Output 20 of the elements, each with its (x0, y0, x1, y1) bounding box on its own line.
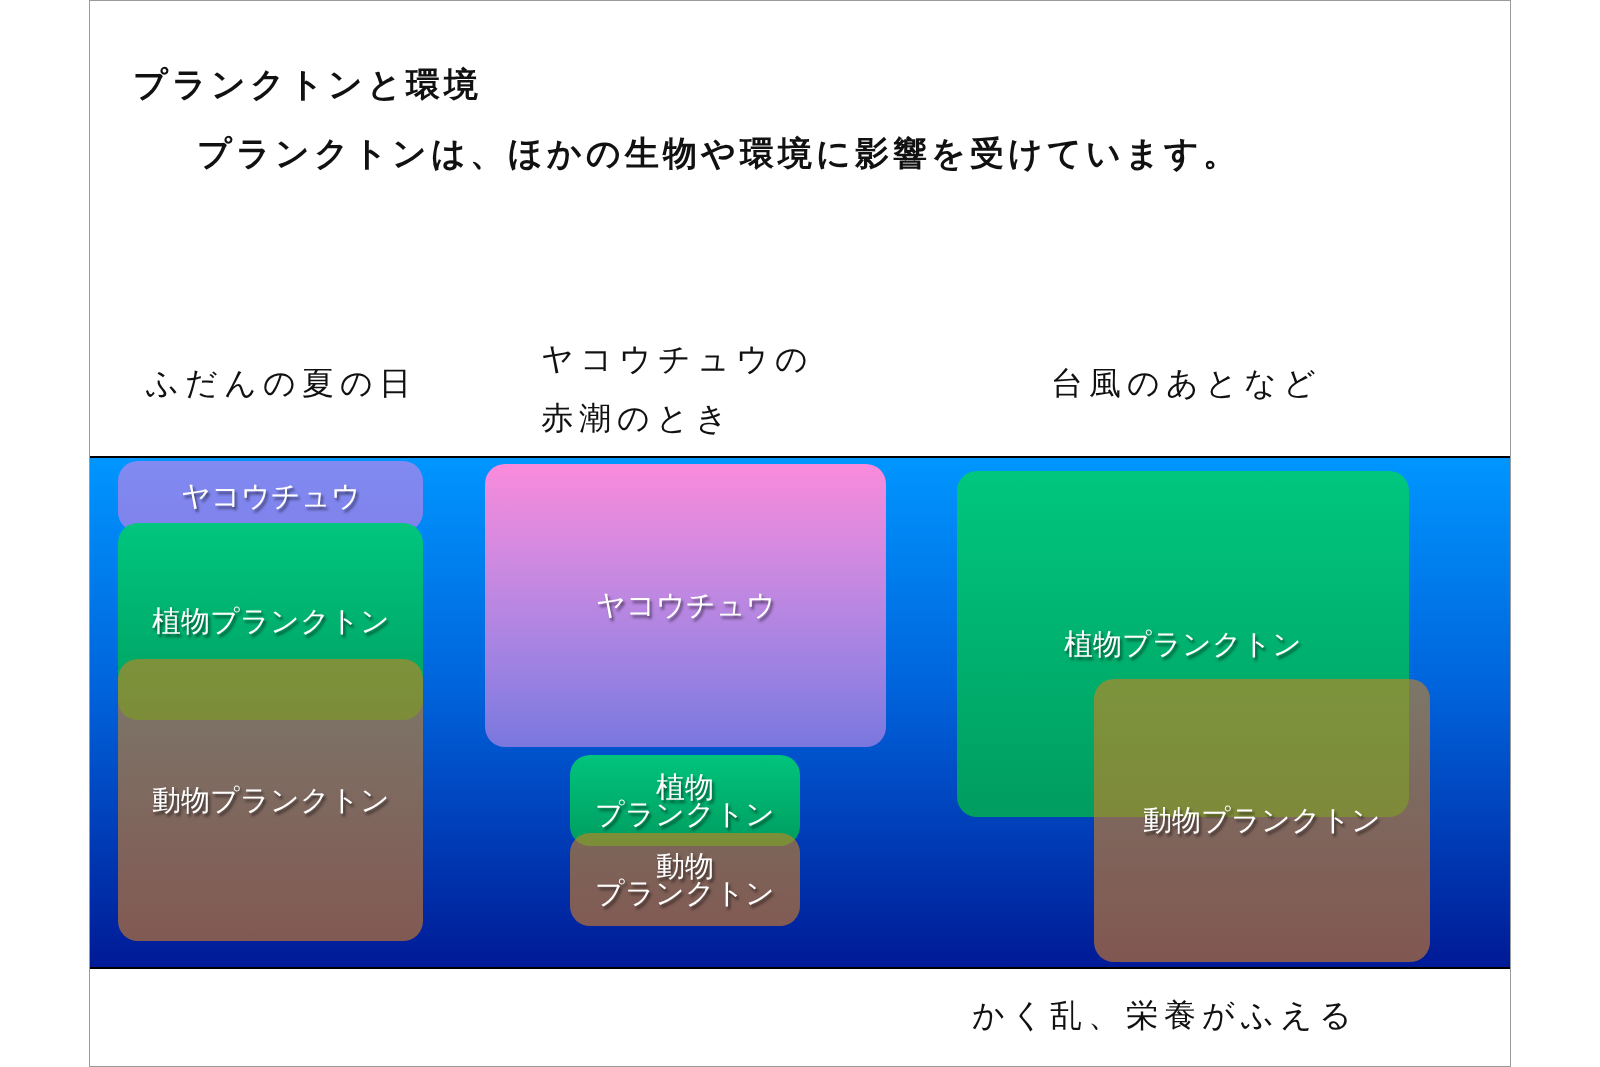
title: プランクトンと環境 (133, 63, 482, 105)
column-heading: ふだんの夏の日 (146, 364, 417, 402)
plankton-box (1094, 679, 1430, 962)
box-label: 動物プランクトン (1143, 803, 1381, 838)
box-label: 動物プランクトン (151, 782, 390, 818)
box-label: 植物プランクトン (1064, 626, 1302, 662)
plankton-box (118, 659, 423, 941)
plankton-box (570, 755, 800, 846)
box-label: ヤコウチュウ (595, 588, 776, 623)
column-heading: 台風のあとなど (1051, 364, 1322, 402)
box-label: 動物プランクトン (594, 852, 776, 907)
subtitle: プランクトンは、ほかの生物や環境に影響を受けています。 (197, 132, 1241, 174)
box-label: ヤコウチュウ (180, 479, 361, 514)
plankton-box (570, 833, 800, 926)
note-text: かく乱、栄養がふえる (972, 996, 1358, 1034)
box-label: 植物プランクトン (594, 773, 776, 828)
plankton-box (118, 523, 423, 720)
plankton-box (485, 464, 886, 747)
column-heading: ヤコウチュウの赤潮のとき (541, 339, 815, 439)
box-label: 植物プランクトン (151, 604, 390, 639)
